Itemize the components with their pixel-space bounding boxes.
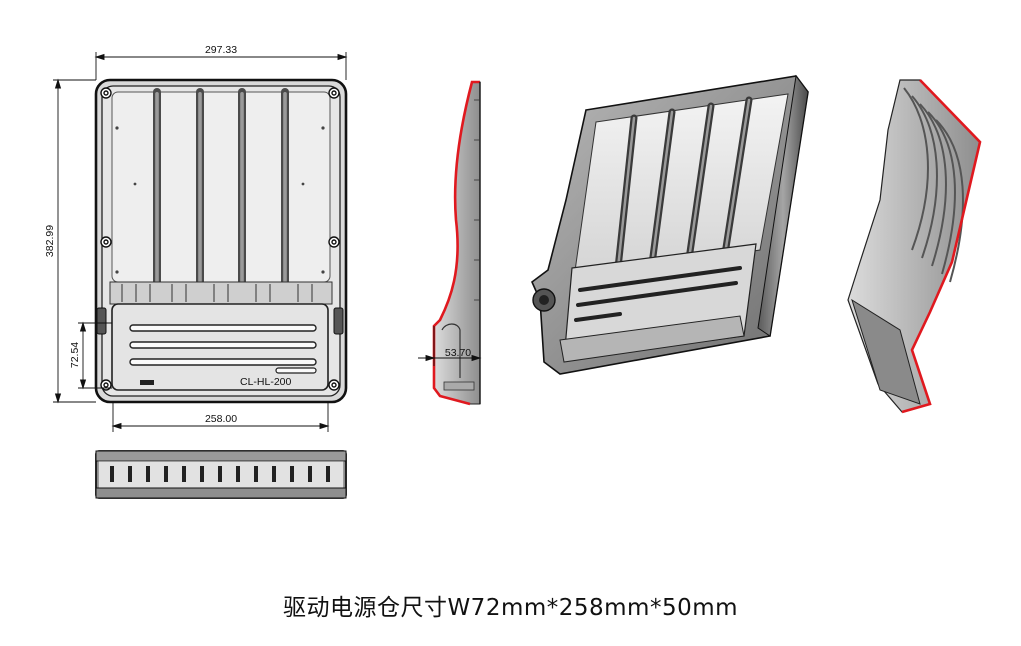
front-view: CL-HL-200 [94,78,348,404]
corner-bosses [100,87,340,391]
dim-depth [418,326,482,366]
dim-compartment-height-label: 72.54 [69,342,81,368]
dim-overall-width-label: 297.33 [205,44,237,56]
section-3d-view [847,79,982,414]
cooling-fins [153,88,289,300]
dim-compartment-height [78,321,112,390]
dim-compartment-width [111,402,330,432]
dim-compartment-width-label: 258.00 [205,413,237,425]
dim-overall-height-label: 382.99 [44,225,56,257]
isometric-view [531,74,809,375]
caption: 驱动电源仓尺寸W72mm*258mm*50mm [282,595,739,621]
bottom-view [95,450,347,499]
part-marking: CL-HL-200 [240,376,292,388]
dim-depth-label: 53.70 [445,347,471,359]
dim-overall-width [94,52,348,80]
side-section-view [432,80,481,406]
dim-overall-height [53,78,96,404]
